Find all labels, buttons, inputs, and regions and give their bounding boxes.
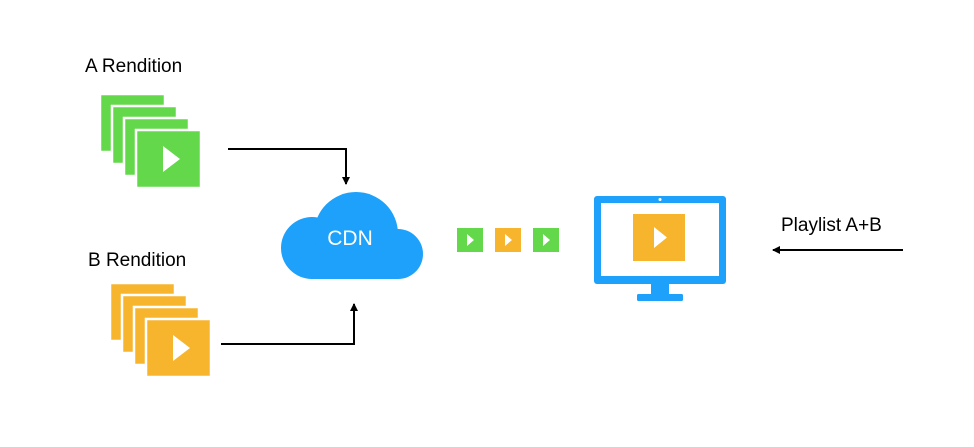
a-rendition-stack-icon [98, 92, 203, 190]
arrow-a-to-cdn [228, 148, 350, 185]
segment-a-1 [457, 228, 483, 252]
arrow-b-to-cdn [221, 303, 358, 345]
a-rendition-label: A Rendition [85, 56, 183, 77]
b-rendition-label: B Rendition [88, 250, 187, 271]
segment-b-1 [495, 228, 521, 252]
monitor-icon [594, 196, 726, 301]
segment-a-2 [533, 228, 559, 252]
cdn-cloud-icon [281, 192, 423, 279]
monitor-play-icon [654, 227, 667, 248]
b-rendition-stack-icon [108, 281, 213, 379]
cdn-label: CDN [327, 227, 373, 250]
a-play-icon [163, 146, 180, 172]
b-play-icon [173, 335, 190, 361]
segment-a-2-play-icon [543, 234, 550, 246]
segment-b-1-play-icon [505, 234, 512, 246]
segment-a-1-play-icon [467, 234, 474, 246]
playlist-label: Playlist A+B [781, 215, 882, 236]
